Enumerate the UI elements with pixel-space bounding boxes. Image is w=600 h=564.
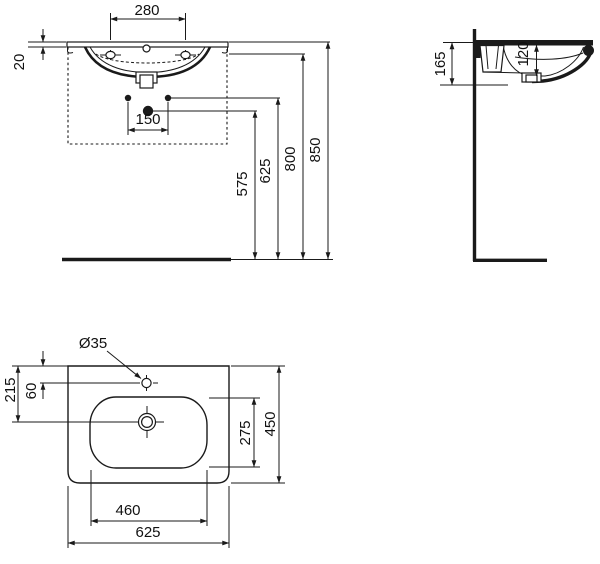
front-rim-lip-left <box>67 47 74 54</box>
front-rim-lip-right <box>221 47 228 54</box>
front-view <box>62 41 333 262</box>
side-underside-line <box>482 71 525 74</box>
plan-outline <box>67 365 230 484</box>
plan-bowl <box>89 396 208 469</box>
side-tap-deck <box>479 44 505 73</box>
dim-label-275: 275 <box>237 420 254 446</box>
dim-label-625-height: 625 <box>257 158 274 184</box>
dim-label-150: 150 <box>135 111 161 128</box>
side-tap-deck-inner <box>485 45 499 70</box>
dim-label-280: 280 <box>134 2 160 19</box>
dim-label-120: 120 <box>515 41 532 67</box>
front-bowl-hidden-edge <box>95 53 200 64</box>
dim-label-215: 215 <box>2 377 19 403</box>
front-taphole-left <box>105 50 116 60</box>
front-hidden-outline <box>67 47 228 145</box>
side-rim <box>474 40 593 46</box>
plan-view <box>12 350 285 548</box>
leader-d35 <box>106 350 142 379</box>
front-view-dimensions <box>28 13 331 260</box>
dim-label-165: 165 <box>432 51 449 77</box>
dim-label-460: 460 <box>115 502 141 519</box>
front-taphole-right <box>180 50 191 60</box>
dim-label-60: 60 <box>23 382 40 400</box>
dim-label-d35: Ø35 <box>78 335 108 352</box>
dim-label-850: 850 <box>307 137 324 163</box>
side-backwall-fill <box>474 45 481 58</box>
waste-outlet-dot <box>142 105 154 117</box>
dim-label-450: 450 <box>262 411 279 437</box>
dim-label-625-width: 625 <box>135 524 161 541</box>
side-bowl-far-edge <box>514 52 584 60</box>
plan-waste-inner <box>141 416 154 429</box>
dim-label-800: 800 <box>282 146 299 172</box>
front-waste-inner <box>139 74 154 89</box>
side-bowl-outer <box>531 50 593 84</box>
side-view <box>440 29 594 262</box>
fixing-hole-right <box>164 94 172 102</box>
side-waste-inner <box>525 74 538 83</box>
dim-label-20: 20 <box>11 53 28 71</box>
front-overflow-hole <box>142 44 151 53</box>
dim-label-575: 575 <box>234 171 251 197</box>
fixing-hole-left <box>124 94 132 102</box>
plan-tap-hole <box>141 377 152 389</box>
